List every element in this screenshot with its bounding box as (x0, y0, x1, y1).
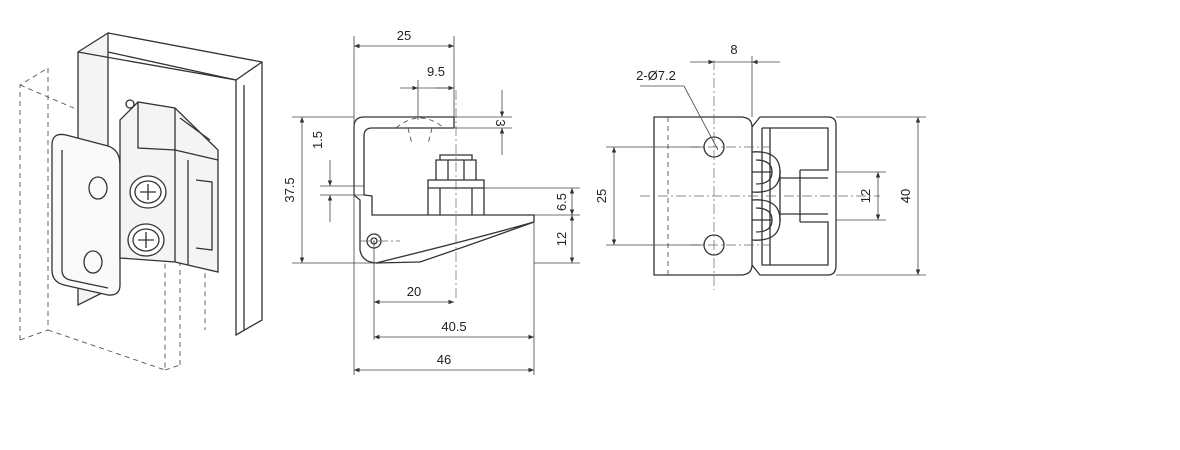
dim-height: 37.5 (282, 177, 297, 202)
dim-top-thickness: 3 (493, 119, 508, 126)
dim-step: 6.5 (554, 193, 569, 211)
dim-overall-length: 46 (437, 352, 451, 367)
dim-top-width: 25 (397, 28, 411, 43)
dim-inner-length: 40.5 (441, 319, 466, 334)
side-view: 25 9.5 3 1.5 37.5 6.5 12 20 40.5 46 (282, 28, 580, 375)
front-view: 2-Ø7.2 8 25 40 12 (594, 42, 926, 290)
plate-hole-top (88, 176, 108, 200)
side-view-labels: 25 9.5 3 1.5 37.5 6.5 12 20 40.5 46 (282, 28, 569, 367)
side-view-outline (353, 90, 535, 300)
dim-hole-offset: 9.5 (427, 64, 445, 79)
dim-hole-edge: 8 (730, 42, 737, 57)
hinge-plate (51, 133, 121, 296)
side-view-extension-lines (292, 36, 580, 375)
dim-clamp: 12 (858, 189, 873, 203)
front-screw-bottom (751, 199, 781, 241)
screw-bottom (127, 223, 165, 257)
plate-hole-bottom (83, 250, 103, 274)
dim-hole-x: 20 (407, 284, 421, 299)
front-screw-top (751, 151, 781, 193)
isometric-view (19, 31, 263, 371)
dim-flange-gap: 1.5 (310, 131, 325, 149)
dim-front-height: 40 (898, 189, 913, 203)
dim-bottom: 12 (554, 232, 569, 246)
dim-hole-spacing: 25 (594, 189, 609, 203)
front-view-outline (640, 60, 880, 290)
dim-holes: 2-Ø7.2 (636, 68, 676, 83)
screw-top (129, 175, 167, 209)
front-view-dimension-lines (611, 59, 921, 275)
front-view-extension-lines (606, 56, 926, 276)
front-view-labels: 2-Ø7.2 8 25 40 12 (594, 42, 913, 203)
side-view-dimension-lines (299, 43, 575, 373)
